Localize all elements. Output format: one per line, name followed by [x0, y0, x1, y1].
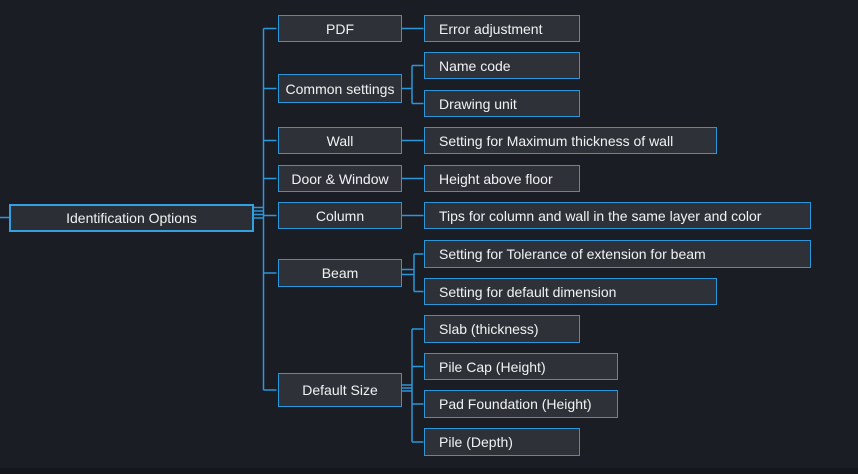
node-door-window[interactable]: Door & Window — [278, 165, 402, 192]
node-max-wall-thickness[interactable]: Setting for Maximum thickness of wall — [424, 127, 717, 154]
node-common-settings[interactable]: Common settings — [278, 74, 402, 103]
bottom-edge-shade — [0, 468, 858, 474]
node-default-dimension[interactable]: Setting for default dimension — [424, 278, 717, 305]
node-beam-tolerance[interactable]: Setting for Tolerance of extension for b… — [424, 240, 811, 268]
node-column-wall-tips[interactable]: Tips for column and wall in the same lay… — [424, 202, 811, 229]
node-slab-thickness[interactable]: Slab (thickness) — [424, 315, 580, 343]
node-pdf[interactable]: PDF — [278, 15, 402, 42]
node-drawing-unit[interactable]: Drawing unit — [424, 90, 580, 117]
node-beam[interactable]: Beam — [278, 259, 402, 287]
node-pile-depth[interactable]: Pile (Depth) — [424, 428, 580, 456]
node-wall[interactable]: Wall — [278, 127, 402, 154]
node-identification-options[interactable]: Identification Options — [9, 204, 254, 232]
node-name-code[interactable]: Name code — [424, 52, 580, 79]
node-height-above-floor[interactable]: Height above floor — [424, 165, 580, 192]
node-pad-foundation-height[interactable]: Pad Foundation (Height) — [424, 390, 618, 418]
node-default-size[interactable]: Default Size — [278, 373, 402, 407]
node-column[interactable]: Column — [278, 202, 402, 229]
node-pile-cap-height[interactable]: Pile Cap (Height) — [424, 353, 618, 380]
node-error-adjustment[interactable]: Error adjustment — [424, 15, 580, 42]
